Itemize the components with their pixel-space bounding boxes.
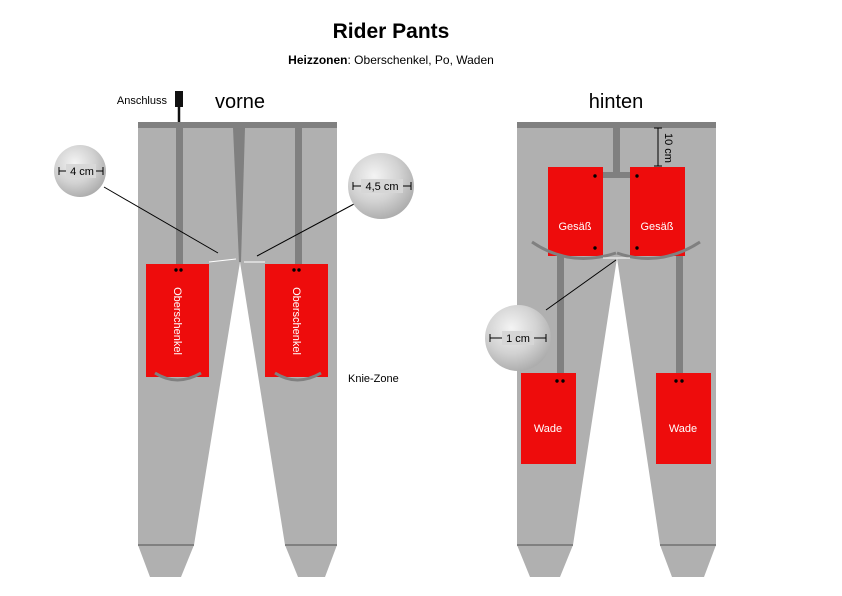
calf-pad-left [521,373,576,464]
seat-pad-right-contact-icon [635,246,639,250]
thigh-pad-right-contact-icon [292,268,296,272]
thigh-pad-right-contact-icon [297,268,301,272]
back-center-seam [613,128,620,174]
calf-pad-left-contact-icon [555,379,559,383]
back-yoke-seam [602,172,631,178]
calf-pad-left-contact-icon [561,379,565,383]
seat-pad-left [548,167,603,256]
thigh-pad-left-label: Oberschenkel [171,287,183,355]
back-seam-right-leg [676,256,683,373]
dimension-10cm-label: 10 cm [662,133,674,163]
back-waistband [517,122,716,128]
thigh-pad-left [146,264,209,377]
dimension-bubble-1cm-label: 1 cm [506,333,530,345]
calf-pad-left-label: Wade [534,423,562,435]
dimension-bubble-4cm-label-bg [66,164,96,178]
dimension-bubble-1cm-label-bg [502,331,534,345]
calf-pad-right-contact-icon [680,379,684,383]
front-waistband [138,122,337,128]
front-fly-seam [233,128,245,262]
calf-pad-right-contact-icon [674,379,678,383]
thigh-pad-left-contact-icon [179,268,183,272]
seat-pad-right-contact-icon [635,174,639,178]
seat-arc-right [616,240,701,260]
front-view-label: vorne [215,91,265,113]
page-title: Rider Pants [333,20,450,43]
back-view-label: hinten [589,91,644,113]
front-seam-left [176,128,183,264]
connector-label: Anschluss [117,95,168,107]
crotch-gap-dimension-left [208,258,237,263]
seat-pad-left-label: Gesäß [558,221,591,233]
thigh-pad-right-label: Oberschenkel [290,287,302,355]
dimension-bubble-4-5cm-label: 4,5 cm [365,181,398,193]
calf-pad-right-label: Wade [669,423,697,435]
bubble-right-leader [256,203,355,257]
dimension-bubble-4-5cm-label-bg [361,179,403,193]
knee-zone-arc-left [154,371,202,382]
back-seam-left-leg [557,256,564,373]
front-seam-right [295,128,302,264]
dimension-bubble-4cm-label: 4 cm [70,166,94,178]
heating-zones-label: Heizzonen [288,53,347,67]
heating-zones-list: : Oberschenkel, Po, Waden [348,53,494,67]
seat-pad-left-contact-icon [593,174,597,178]
seat-pad-right [630,167,685,256]
seat-arc-left [531,240,617,260]
knee-zone-label: Knie-Zone [348,373,399,385]
bubble-1cm-leader [545,259,617,311]
back-view: hinten 10 cm Gesäß Gesäß [485,91,716,577]
bubble-left-leader [103,186,219,254]
knee-zone-arc-right [274,371,322,382]
thigh-pad-left-contact-icon [174,268,178,272]
thigh-pad-right [265,264,328,377]
seat-pad-right-label: Gesäß [640,221,673,233]
heating-zones-line: Heizzonen: Oberschenkel, Po, Waden [288,53,494,67]
connector-plug-icon [175,91,183,107]
front-view: vorne Anschluss Oberschenkel Oberschenke… [54,91,414,577]
seat-pad-left-contact-icon [593,246,597,250]
calf-pad-right [656,373,711,464]
